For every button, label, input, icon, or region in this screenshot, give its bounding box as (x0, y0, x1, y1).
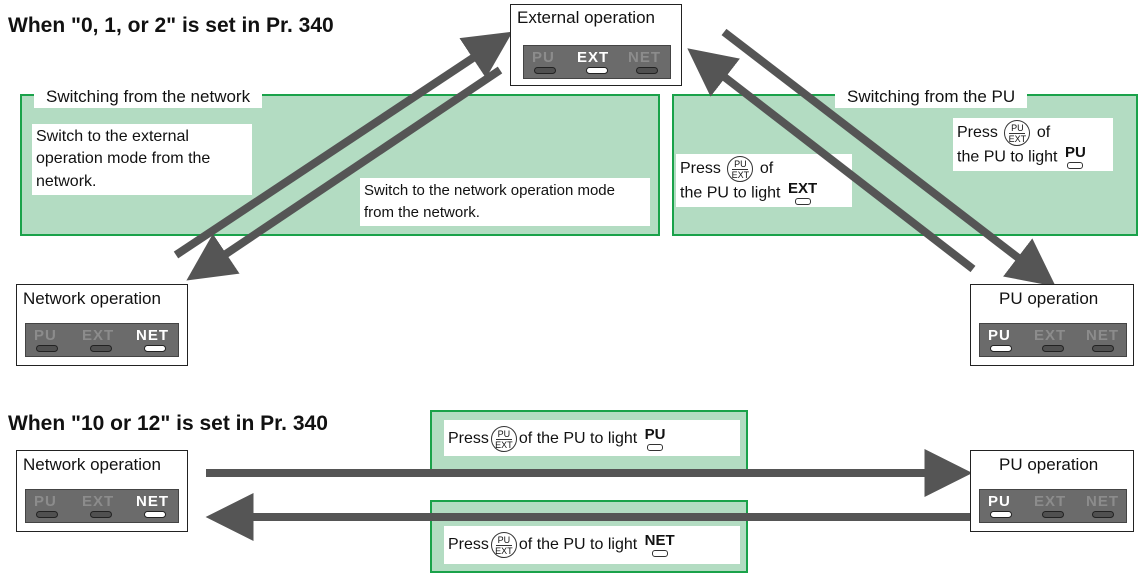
led-pu: PU (532, 49, 555, 66)
heading-bottom: When "10 or 12" is set in Pr. 340 (8, 412, 328, 435)
mode-title: PU operation (999, 289, 1099, 308)
lamp-net (636, 67, 658, 74)
mode-display: PU EXT NET (25, 323, 179, 357)
light-label: of the PU to light (518, 536, 638, 554)
arrow-network-to-external (173, 31, 513, 259)
lamp-net (144, 511, 166, 518)
led-net: NET (1086, 493, 1119, 510)
pu-operation-box: PU operation PU EXT NET (970, 284, 1134, 366)
arrow-external-to-pu (721, 28, 1056, 287)
lamp-ext (1042, 511, 1064, 518)
note-switch-to-external: Switch to the external operation mode fr… (32, 124, 252, 196)
lamp-pu (36, 511, 58, 518)
mode-display: PU EXT NET (25, 489, 179, 523)
light-label: the PU to light (957, 148, 1058, 166)
pu-lamp-icon: PU (645, 427, 666, 451)
led-net: NET (136, 493, 169, 510)
arrow-pu-to-external (687, 48, 976, 273)
led-ext: EXT (1034, 327, 1067, 344)
network-panel-title: Switching from the network (34, 86, 263, 108)
network-operation-box: Network operation PU EXT NET (16, 284, 188, 366)
led-pu: PU (988, 493, 1011, 510)
lamp-pu (990, 511, 1012, 518)
lamp-pu (534, 67, 556, 74)
mode-display: PU EXT NET (523, 45, 671, 79)
pu-operation-box-bottom: PU operation PU EXT NET (970, 450, 1134, 532)
net-lamp-icon: NET (645, 533, 675, 557)
mode-title: Network operation (23, 455, 161, 474)
led-pu: PU (988, 327, 1011, 344)
arrow-external-to-network (186, 66, 503, 281)
led-pu: PU (34, 493, 57, 510)
lamp-ext (586, 67, 608, 74)
led-pu: PU (34, 327, 57, 344)
network-operation-box-bottom: Network operation PU EXT NET (16, 450, 188, 532)
mode-title: External operation (517, 8, 655, 27)
led-ext: EXT (82, 327, 115, 344)
of-label: of (759, 160, 774, 178)
led-net: NET (628, 49, 661, 66)
note-switch-to-network: Switch to the network operation mode fro… (360, 178, 650, 226)
mode-title: PU operation (999, 455, 1099, 474)
heading-top: When "0, 1, or 2" is set in Pr. 340 (8, 14, 334, 37)
led-net: NET (1086, 327, 1119, 344)
mode-display: PU EXT NET (979, 489, 1127, 523)
ext-lamp-icon: EXT (788, 181, 817, 205)
led-ext: EXT (1034, 493, 1067, 510)
external-operation-box: External operation PU EXT NET (510, 4, 682, 86)
press-label: Press (448, 430, 489, 448)
lamp-ext (90, 345, 112, 352)
press-label: Press (680, 160, 721, 178)
lamp-pu (36, 345, 58, 352)
light-label: of the PU to light (518, 430, 638, 448)
mode-display: PU EXT NET (979, 323, 1127, 357)
lamp-ext (90, 511, 112, 518)
led-ext: EXT (82, 493, 115, 510)
led-net: NET (136, 327, 169, 344)
lamp-ext (1042, 345, 1064, 352)
light-label: the PU to light (680, 184, 781, 202)
lamp-pu (990, 345, 1012, 352)
of-label: of (1036, 124, 1051, 142)
pu-lamp-icon: PU (1065, 145, 1086, 169)
press-label: Press (957, 124, 998, 142)
pu-panel-title: Switching from the PU (835, 86, 1028, 108)
led-ext: EXT (577, 49, 610, 66)
press-label: Press (448, 536, 489, 554)
lamp-net (144, 345, 166, 352)
lamp-net (1092, 345, 1114, 352)
mode-title: Network operation (23, 289, 161, 308)
lamp-net (1092, 511, 1114, 518)
